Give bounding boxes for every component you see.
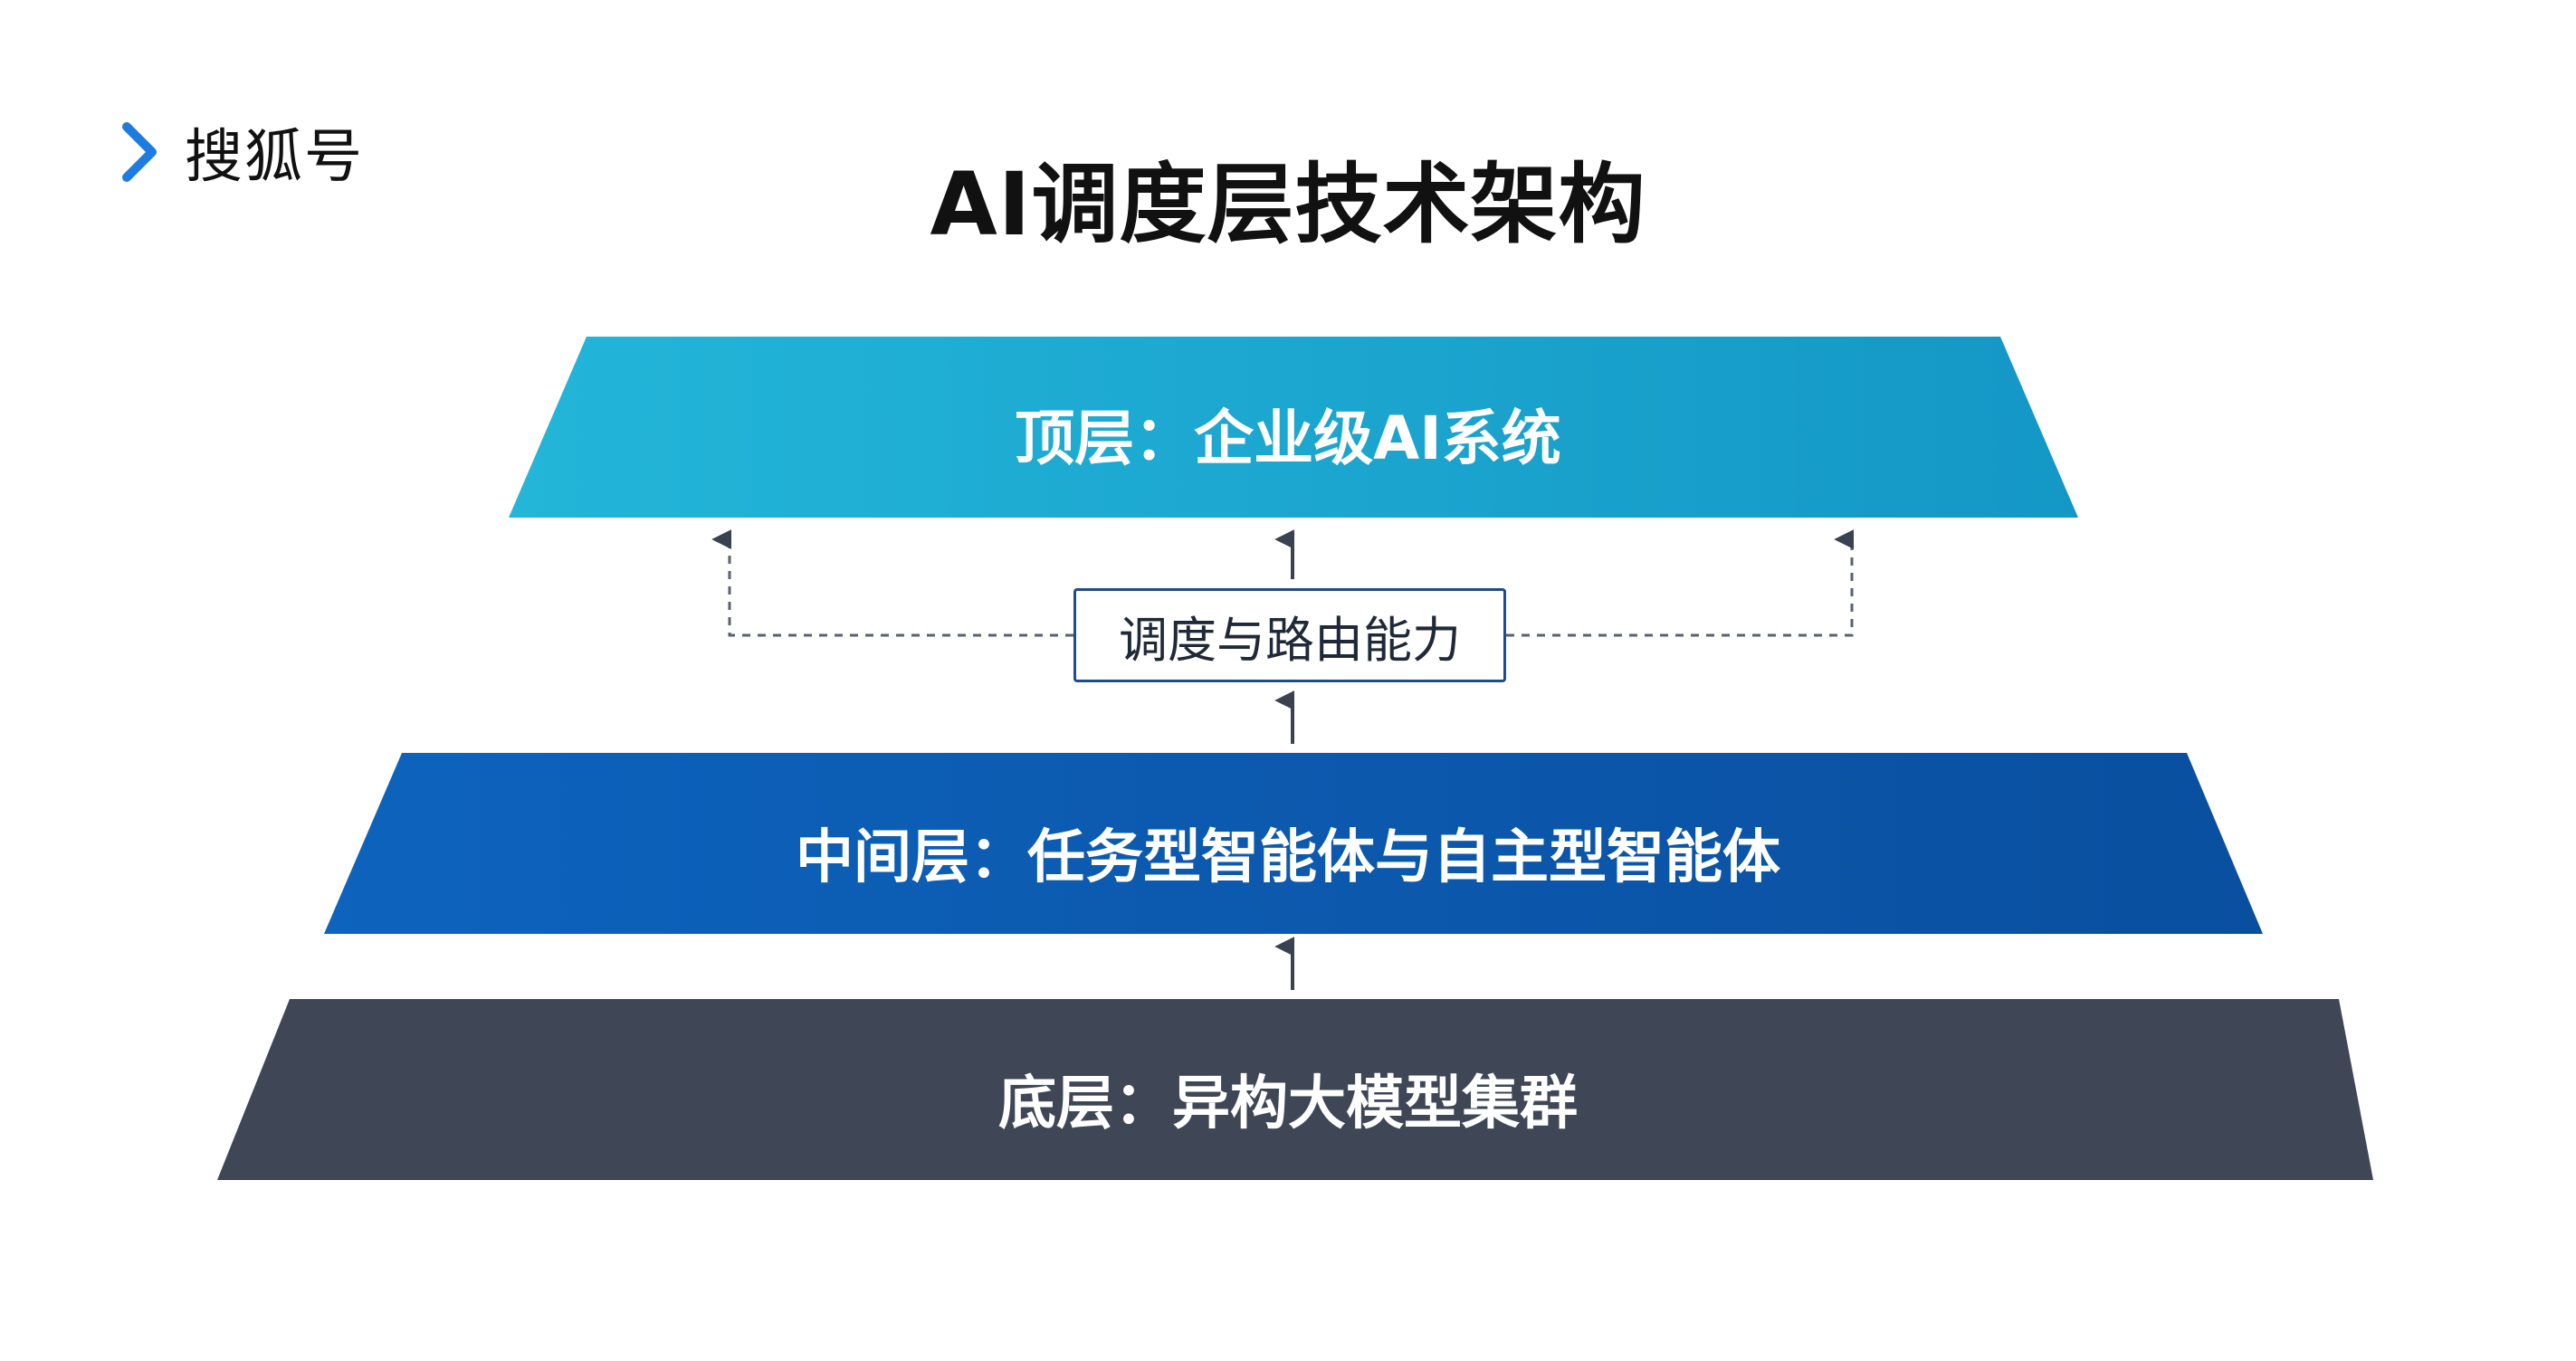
routing-capability-box: 调度与路由能力: [1073, 588, 1506, 682]
middle-layer-label: 中间层：任务型智能体与自主型智能体: [796, 824, 1780, 891]
chevron-right-icon: [122, 122, 157, 182]
page-title: AI调度层技术架构: [930, 154, 1646, 255]
bottom-layer-label: 底层：异构大模型集群: [998, 1071, 1578, 1137]
brand-logo: 搜狐号: [118, 110, 364, 194]
top-layer-label: 顶层：企业级AI系统: [1015, 404, 1561, 473]
left-dashed-connector: [711, 529, 1073, 637]
routing-capability-label: 调度与路由能力: [1119, 611, 1461, 669]
right-dashed-connector: [1506, 529, 1855, 637]
brand-name: 搜狐号: [185, 124, 364, 191]
